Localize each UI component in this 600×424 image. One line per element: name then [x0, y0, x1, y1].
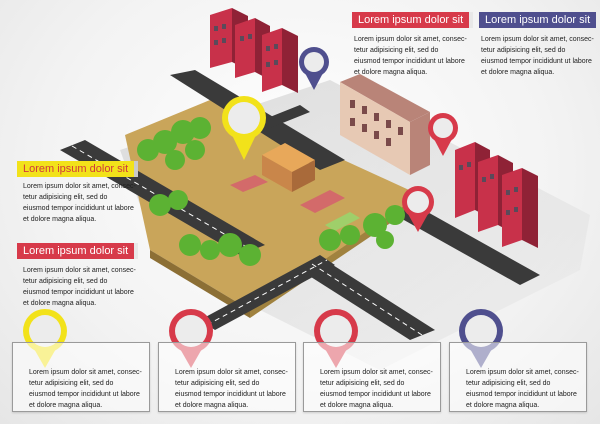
info-card-4: Lorem ipsum dolor sit amet, consec- tetu…	[449, 342, 587, 412]
flower-beds	[230, 175, 360, 231]
info-title-mid-red: Lorem ipsum dolor sit	[17, 243, 139, 259]
pin-yellow-map	[222, 96, 266, 160]
road-marking	[206, 259, 328, 326]
info-title-top-red: Lorem ipsum dolor sit	[352, 12, 474, 28]
road-bottom-left	[200, 255, 335, 330]
pin-red-map-2	[402, 186, 434, 232]
building-red-right	[455, 142, 538, 248]
info-text-mid-yellow: Lorem ipsum dolor sit amet, consec- tetu…	[23, 183, 136, 223]
road-diagonal	[250, 105, 310, 132]
road-marking	[311, 263, 423, 336]
info-card-text: Lorem ipsum dolor sit amet, consec- tetu…	[466, 369, 579, 409]
trees	[137, 117, 405, 266]
info-title-mid-yellow: Lorem ipsum dolor sit	[17, 161, 139, 177]
info-text-top-red: Lorem ipsum dolor sit amet, consec- tetu…	[354, 36, 467, 76]
info-card-text: Lorem ipsum dolor sit amet, consec- tetu…	[29, 369, 142, 409]
info-text-top-purple: Lorem ipsum dolor sit amet, consec- tetu…	[481, 36, 594, 76]
info-card-text: Lorem ipsum dolor sit amet, consec- tetu…	[175, 369, 288, 409]
pin-purple-map	[299, 47, 329, 90]
road-right	[395, 205, 540, 285]
info-card-1: Lorem ipsum dolor sit amet, consec- tetu…	[12, 342, 150, 412]
central-pavilion	[262, 143, 315, 192]
info-text-mid-red: Lorem ipsum dolor sit amet, consec- tetu…	[23, 267, 136, 307]
info-card-3: Lorem ipsum dolor sit amet, consec- tetu…	[303, 342, 441, 412]
park-ground-edge	[150, 250, 250, 318]
building-red-top-left	[210, 8, 298, 93]
info-card-2: Lorem ipsum dolor sit amet, consec- tetu…	[158, 342, 296, 412]
info-title-top-purple: Lorem ipsum dolor sit	[479, 12, 597, 28]
pin-red-map	[428, 113, 458, 156]
building-beige	[340, 74, 430, 175]
info-card-text: Lorem ipsum dolor sit amet, consec- tetu…	[320, 369, 433, 409]
